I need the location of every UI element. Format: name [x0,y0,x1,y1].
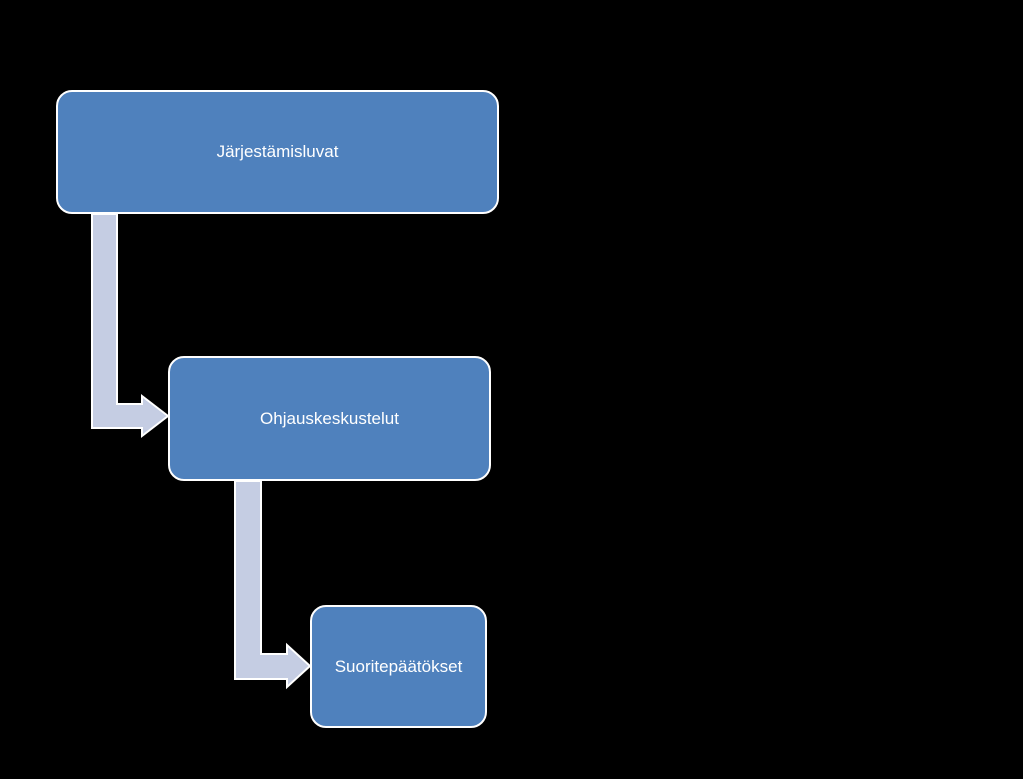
connector-arrow-2 [234,480,312,690]
node-suoritepaatokset: Suoritepäätökset [310,605,487,728]
node-ohjauskeskustelut: Ohjauskeskustelut [168,356,491,481]
node-label: Suoritepäätökset [334,656,463,676]
connector-arrow-1 [91,213,170,439]
node-jarjestamisluvat: Järjestämisluvat [56,90,499,214]
node-label: Ohjauskeskustelut [260,408,399,428]
node-label: Järjestämisluvat [216,142,339,161]
